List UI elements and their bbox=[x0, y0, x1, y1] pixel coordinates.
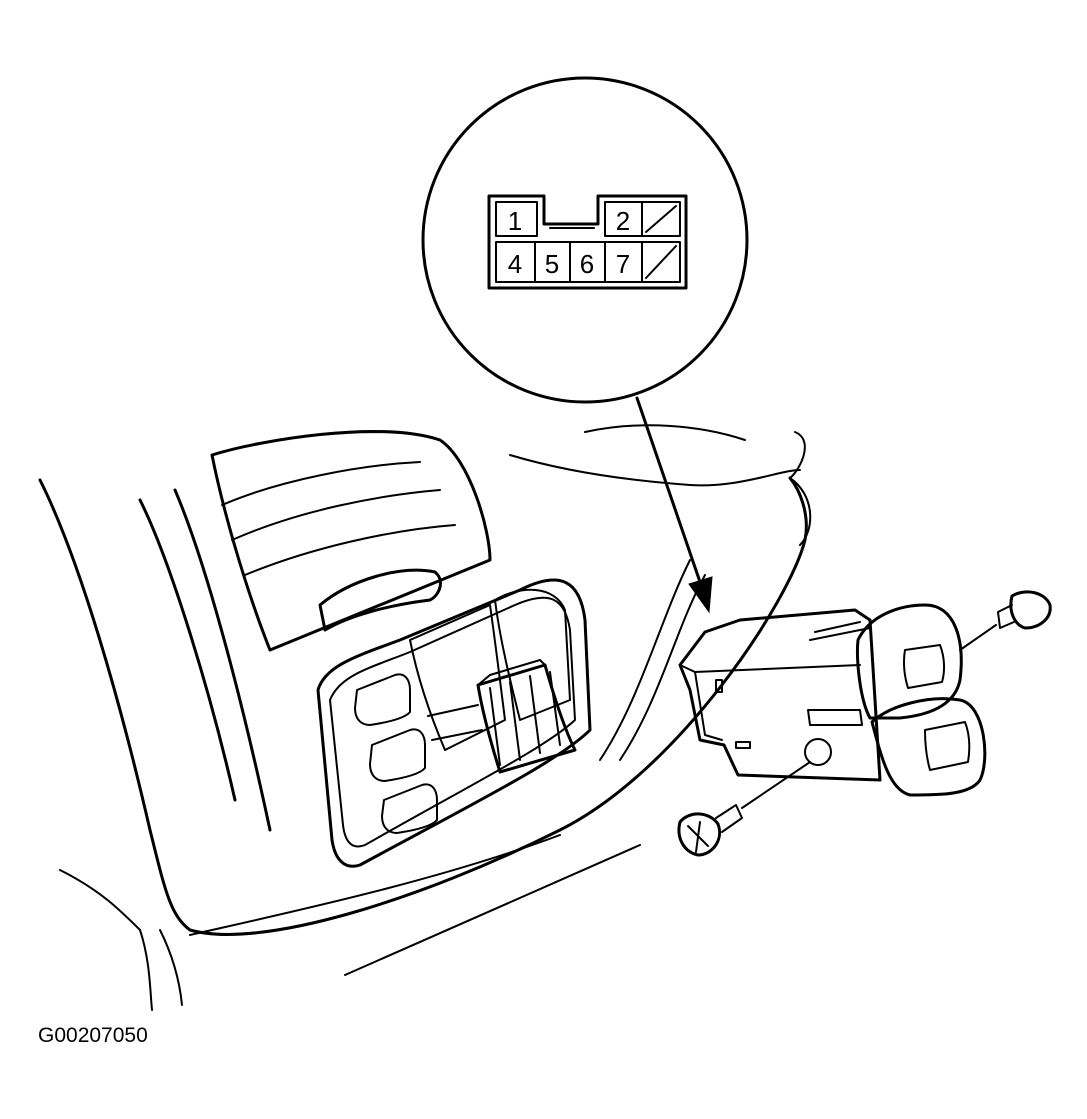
upper-mounting-screw bbox=[959, 590, 1052, 651]
switch-housing bbox=[678, 608, 882, 782]
lower-button-recess bbox=[924, 721, 971, 771]
screw-lower-head bbox=[677, 812, 721, 857]
trim-lower-curve bbox=[59, 869, 153, 1011]
pointer-line bbox=[635, 396, 702, 584]
pin-label-6: 6 bbox=[580, 249, 594, 279]
trim-lower-ledge bbox=[189, 834, 561, 936]
switch-housing-slot-2 bbox=[735, 741, 751, 749]
window-switch-button-lower bbox=[870, 697, 987, 797]
connector-detail-callout: 1 2 4 5 6 7 bbox=[421, 76, 749, 614]
door-trim-panel bbox=[38, 424, 812, 1011]
switch-housing-ridge bbox=[694, 671, 723, 741]
switch-housing-tab bbox=[807, 709, 863, 726]
harness-connector-ribs bbox=[489, 671, 561, 766]
trim-mid-sweep bbox=[599, 559, 691, 761]
connector-face: 1 2 4 5 6 7 bbox=[487, 194, 688, 290]
window-switch-button-upper bbox=[856, 603, 963, 720]
handle-recess-inner-1 bbox=[221, 461, 421, 506]
lower-mounting-screw bbox=[677, 761, 811, 857]
callout-pointer-arrow bbox=[635, 396, 713, 614]
trim-mid-sweep-2 bbox=[619, 574, 706, 761]
switch-housing-slot-1 bbox=[715, 679, 723, 693]
switch-bezel-opening bbox=[316, 578, 592, 868]
trim-outer-edge bbox=[38, 476, 808, 936]
callout-circle bbox=[421, 76, 749, 404]
bezel-cavity-right bbox=[494, 588, 571, 721]
figure-id-label: G00207050 bbox=[38, 1024, 148, 1047]
trim-upper-contour bbox=[509, 454, 801, 487]
bezel-cavity bbox=[409, 604, 506, 751]
harness-connector-body bbox=[476, 663, 577, 774]
trim-inner-edge-2 bbox=[173, 488, 272, 832]
switch-housing-face bbox=[679, 664, 861, 673]
screw-upper-head bbox=[1009, 590, 1052, 630]
handle-recess-outline bbox=[210, 430, 492, 652]
trim-bottom-line bbox=[344, 844, 641, 976]
harness-wire bbox=[427, 704, 483, 741]
harness-connector bbox=[427, 659, 577, 774]
pin-label-4: 4 bbox=[508, 249, 522, 279]
upper-button-recess bbox=[903, 644, 946, 689]
screw-upper-guide-line bbox=[959, 624, 997, 651]
connector-housing bbox=[487, 194, 688, 290]
power-window-switch-assembly bbox=[678, 603, 987, 797]
screw-lower-shank bbox=[715, 804, 743, 833]
bezel-outline bbox=[316, 578, 592, 868]
bezel-window-2 bbox=[369, 728, 426, 782]
screw-lower-slot bbox=[687, 821, 709, 853]
handle-recess-inner-2 bbox=[231, 489, 441, 541]
trim-lower-curve-2 bbox=[159, 929, 183, 1006]
handle-recess-inner-3 bbox=[244, 524, 456, 576]
pin-label-2: 2 bbox=[616, 206, 630, 236]
screw-upper-shank bbox=[997, 604, 1015, 629]
unused-cavity-3 bbox=[645, 205, 677, 233]
screw-lower-guide-line bbox=[741, 761, 811, 809]
switch-screw-hole bbox=[804, 738, 832, 766]
pin-label-1: 1 bbox=[508, 206, 522, 236]
harness-connector-top bbox=[477, 659, 546, 686]
trim-inner-edge-1 bbox=[138, 498, 237, 802]
door-handle-lever bbox=[318, 568, 442, 632]
bezel-window-1 bbox=[354, 673, 411, 726]
pin-label-7: 7 bbox=[616, 249, 630, 279]
bezel-inner-outline bbox=[329, 596, 576, 848]
bezel-window-3 bbox=[381, 783, 438, 834]
pin-label-5: 5 bbox=[545, 249, 559, 279]
door-handle-recess bbox=[210, 430, 492, 652]
trim-upper-arc bbox=[584, 424, 746, 441]
trim-right-edge bbox=[789, 431, 812, 546]
switch-top-detail bbox=[809, 621, 871, 641]
connector-cavity-grid bbox=[495, 201, 681, 283]
unused-cavity-8 bbox=[645, 245, 677, 279]
pointer-arrowhead bbox=[688, 576, 713, 614]
